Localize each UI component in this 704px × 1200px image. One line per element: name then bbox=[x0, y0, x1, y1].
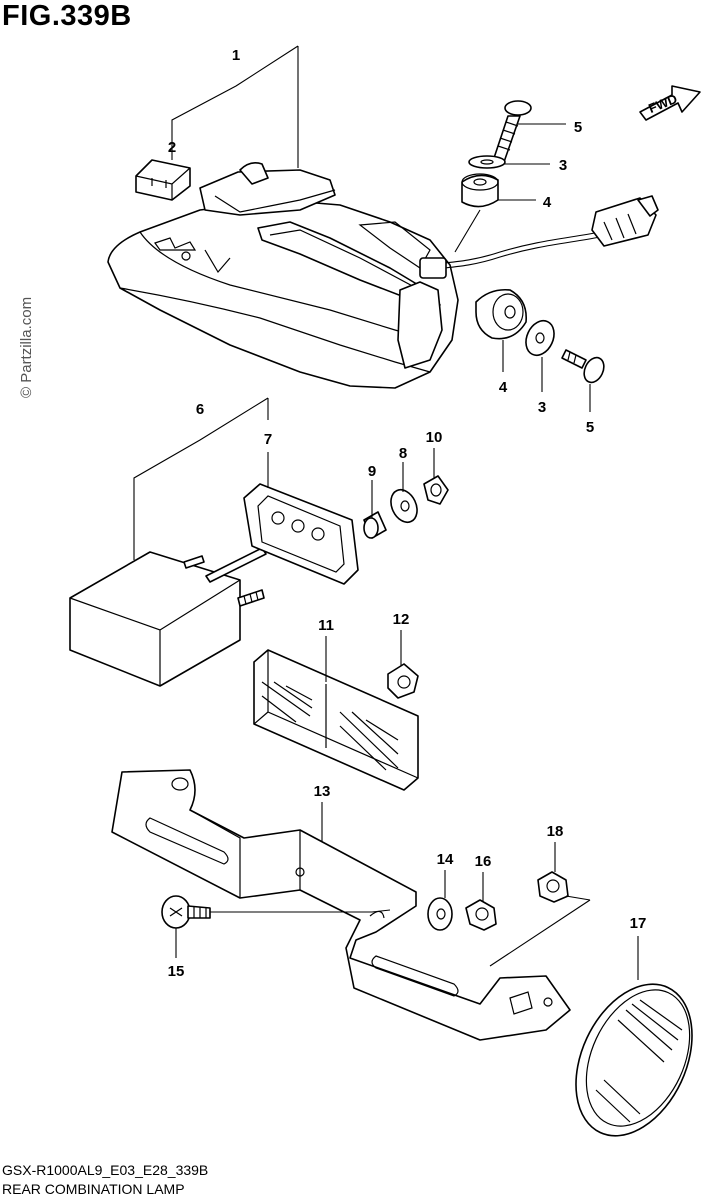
tail-lamp-housing bbox=[107, 162, 459, 389]
callout-4-upper: 4 bbox=[543, 194, 552, 211]
part-6-lamp-unit bbox=[69, 547, 267, 687]
callout-13: 13 bbox=[314, 783, 331, 800]
part-11-reflector bbox=[253, 649, 419, 791]
part-5-screw-lower bbox=[561, 349, 605, 384]
diagram-name: REAR COMBINATION LAMP bbox=[2, 1181, 185, 1197]
callout-17: 17 bbox=[630, 915, 647, 932]
callout-3-lower: 3 bbox=[538, 399, 546, 416]
part-3-washer-upper bbox=[468, 155, 506, 169]
diagram-code: GSX-R1000AL9_E03_E28_339B bbox=[2, 1162, 209, 1178]
forward-arrow-icon: FWD bbox=[639, 85, 701, 121]
callout-8: 8 bbox=[399, 445, 407, 462]
part-12-nut bbox=[387, 663, 419, 699]
callout-5-lower: 5 bbox=[586, 419, 594, 436]
part-8-washer bbox=[390, 488, 418, 524]
callout-labels: 1 2 5 3 4 4 3 5 6 7 8 9 10 11 12 13 14 1… bbox=[168, 47, 647, 980]
forward-arrow-label: FWD bbox=[646, 91, 679, 116]
part-5-screw-upper bbox=[493, 100, 532, 163]
figure-title: FIG.339B bbox=[2, 0, 132, 32]
leader-lines bbox=[133, 45, 639, 980]
part-4-grommet-lower bbox=[475, 288, 527, 340]
part-13-bracket bbox=[111, 769, 571, 1041]
part-16-nut bbox=[465, 899, 497, 931]
part-9-spacer bbox=[363, 511, 387, 539]
callout-1: 1 bbox=[232, 47, 240, 64]
part-3-washer-lower bbox=[525, 319, 555, 357]
callout-5-upper: 5 bbox=[574, 119, 582, 136]
callout-6: 6 bbox=[196, 401, 204, 418]
callout-15: 15 bbox=[168, 963, 185, 980]
callout-16: 16 bbox=[475, 853, 492, 870]
callout-10: 10 bbox=[426, 429, 443, 446]
callout-7: 7 bbox=[264, 431, 272, 448]
part-15-screw bbox=[161, 895, 211, 929]
part-4-grommet-upper bbox=[461, 173, 499, 208]
part-17-round-reflector bbox=[575, 983, 693, 1137]
callout-9: 9 bbox=[368, 463, 376, 480]
part-2-clip bbox=[135, 159, 191, 201]
part-10-nut bbox=[423, 475, 449, 505]
lamp-wiring-harness bbox=[419, 195, 659, 279]
part-7-gasket bbox=[243, 483, 359, 585]
callout-14: 14 bbox=[437, 851, 454, 868]
part-18-nut bbox=[537, 871, 569, 903]
callout-2: 2 bbox=[168, 139, 176, 156]
callout-11: 11 bbox=[318, 617, 334, 634]
callout-12: 12 bbox=[393, 611, 410, 628]
callout-4-lower: 4 bbox=[499, 379, 508, 396]
callout-3-upper: 3 bbox=[559, 157, 567, 174]
callout-18: 18 bbox=[547, 823, 564, 840]
part-14-washer bbox=[427, 897, 453, 931]
